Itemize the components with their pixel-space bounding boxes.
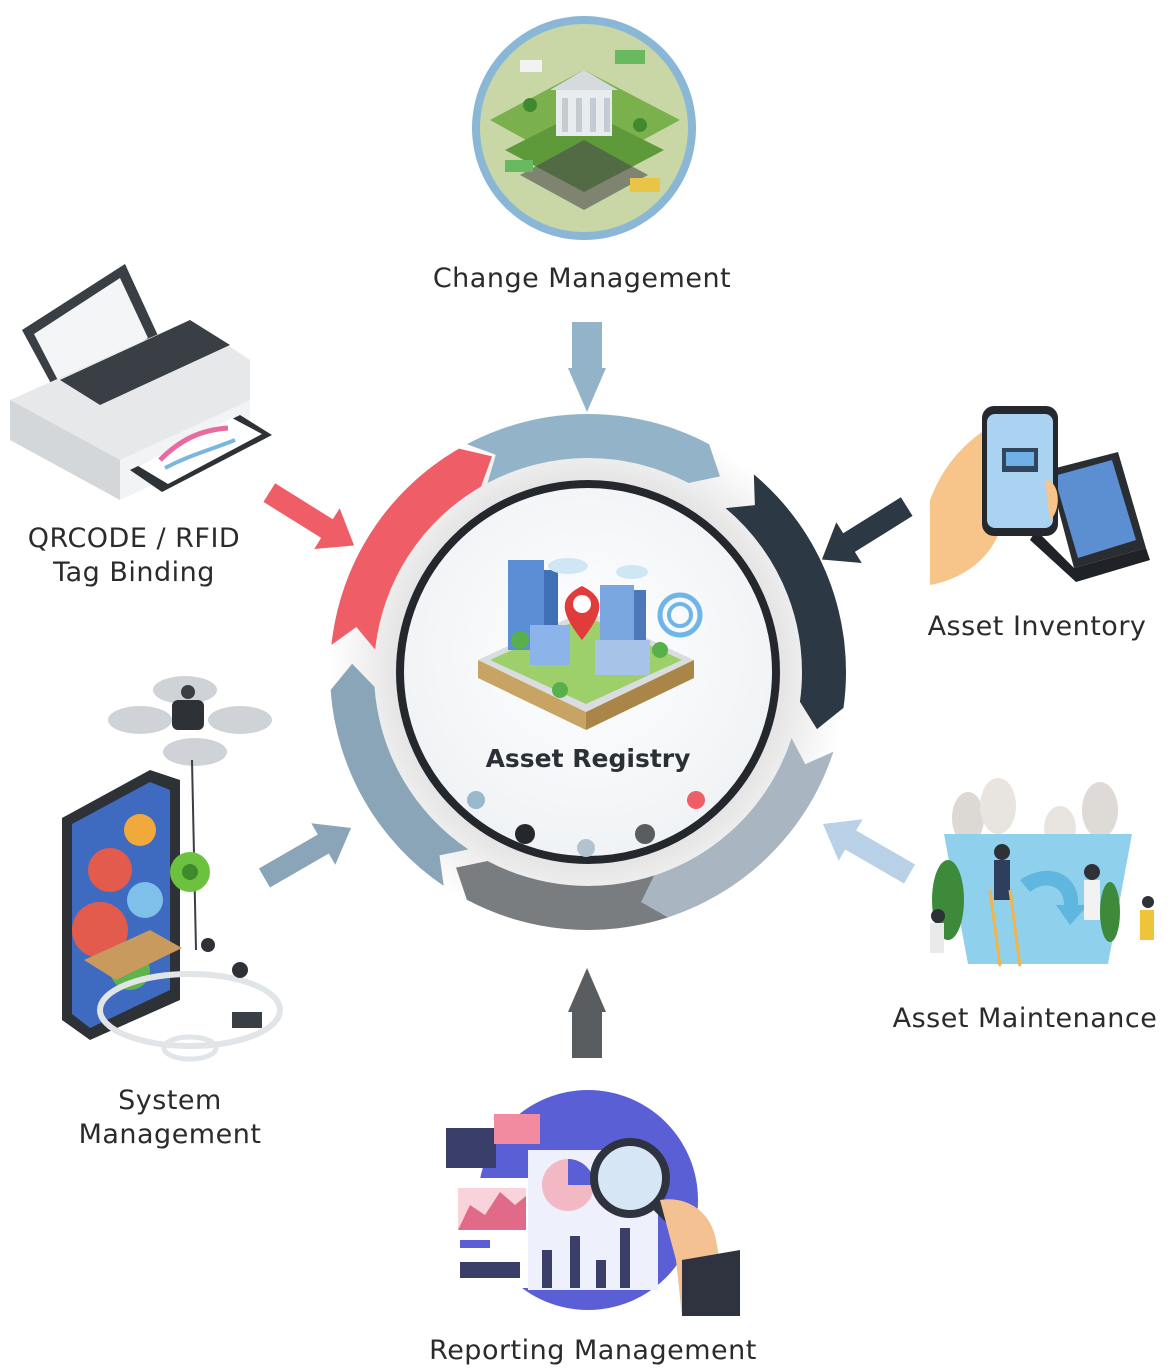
ring-segment-upper-left — [331, 448, 493, 650]
asset-inventory-label: Asset Inventory — [927, 611, 1147, 642]
city-location-icon — [478, 558, 703, 730]
qrcode-label-line1: QRCODE / RFID — [27, 523, 241, 554]
arrow-inventory — [821, 497, 913, 563]
qrcode-label-line2: Tag Binding — [53, 557, 215, 588]
printer-icon — [10, 264, 272, 500]
change-management-label: Change Management — [432, 263, 732, 294]
arrow-change — [568, 322, 606, 412]
system-label-line1: System — [118, 1085, 222, 1116]
asset-registry-title: Asset Registry — [485, 744, 691, 773]
arrow-maintenance — [822, 819, 916, 884]
drone-gears-icon — [62, 676, 283, 1062]
ring-segment-upper-right — [725, 474, 846, 730]
system-label-line2: Management — [78, 1119, 262, 1150]
dot-dark — [515, 824, 535, 844]
dot-gray — [635, 824, 655, 844]
ring-segment-bottom — [456, 860, 668, 930]
reporting-management-label: Reporting Management — [429, 1335, 757, 1366]
ring-segment-top — [466, 414, 720, 484]
arrow-reporting — [568, 968, 606, 1058]
bank-city-icon — [472, 16, 696, 240]
ring-segment-lower-right — [612, 738, 834, 925]
arrow-qrcode — [263, 483, 355, 549]
analytics-report-icon — [446, 1090, 740, 1316]
dot-light-blue — [467, 791, 485, 809]
dot-red — [687, 791, 705, 809]
center-ring — [328, 412, 848, 932]
arrow-system — [258, 823, 352, 888]
phone-scan-icon — [930, 406, 1150, 585]
dot-pale — [577, 839, 595, 857]
recycle-bin-icon — [930, 778, 1154, 967]
ring-segment-lower-left — [330, 663, 469, 886]
asset-maintenance-label: Asset Maintenance — [892, 1003, 1158, 1034]
